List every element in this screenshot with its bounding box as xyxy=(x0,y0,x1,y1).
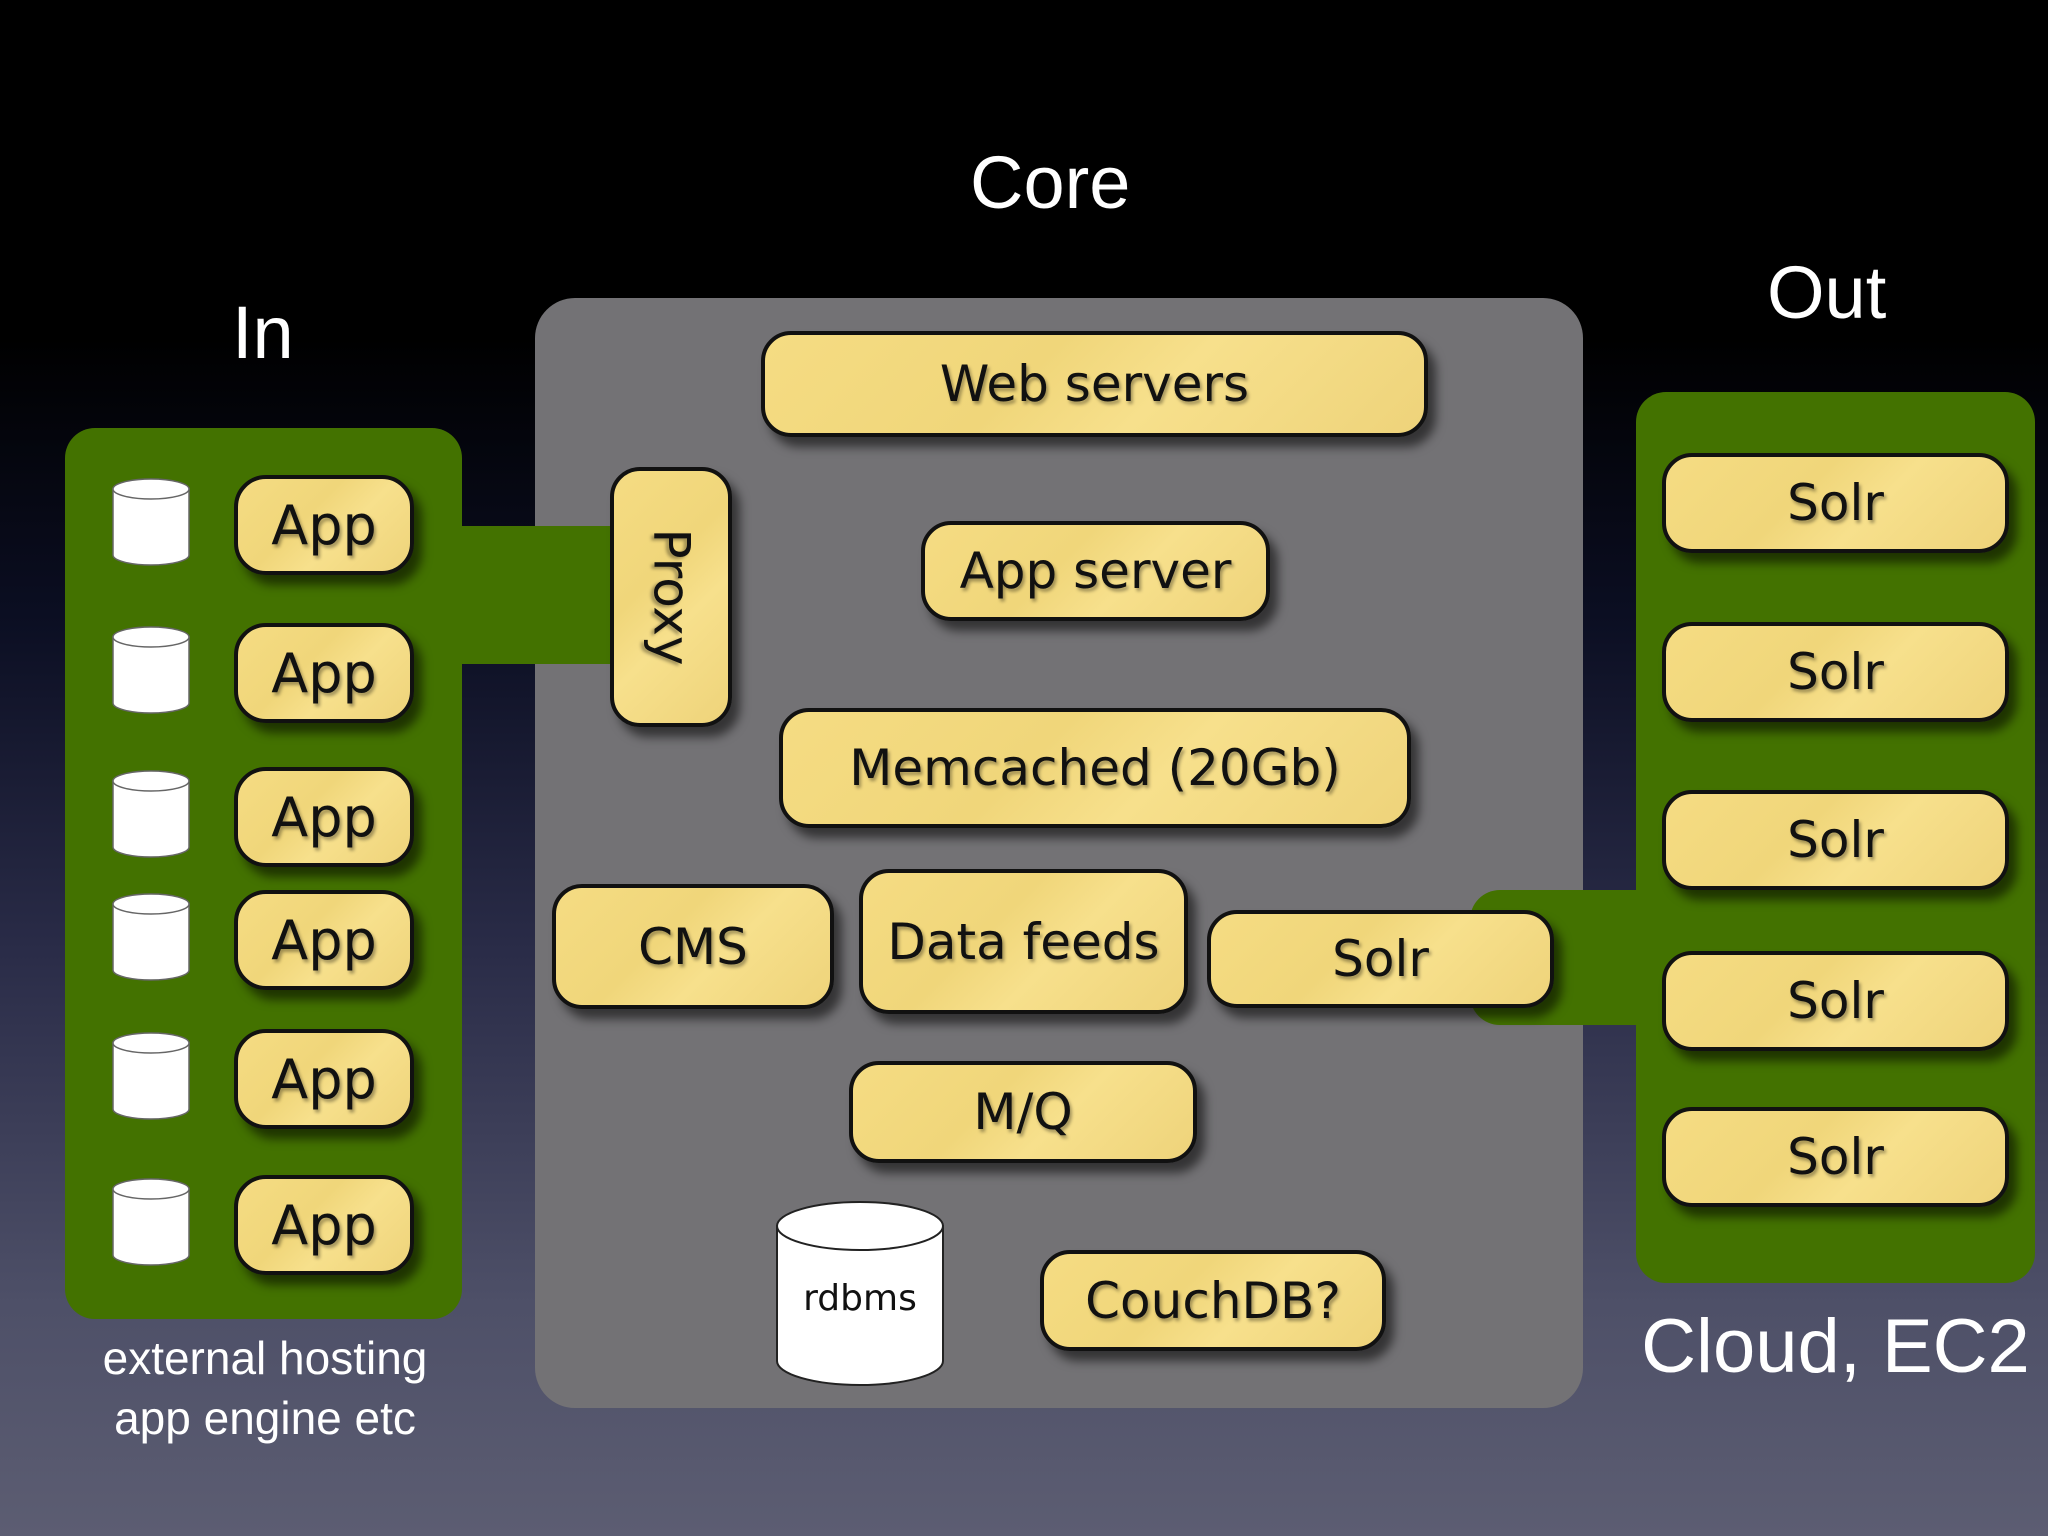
app-database-icon xyxy=(111,1031,191,1121)
out-solr-box[interactable]: Solr xyxy=(1662,1107,2009,1207)
out-solr-box[interactable]: Solr xyxy=(1662,790,2009,890)
core-solr-label: Solr xyxy=(1332,930,1429,988)
out-solr-label: Solr xyxy=(1787,643,1884,701)
web-servers-box[interactable]: Web servers xyxy=(761,331,1428,437)
mq-label: M/Q xyxy=(973,1083,1073,1141)
out-solr-label: Solr xyxy=(1787,972,1884,1030)
app-box[interactable]: App xyxy=(234,1175,414,1275)
mq-box[interactable]: M/Q xyxy=(849,1061,1197,1163)
data-feeds-label: Data feeds xyxy=(887,912,1160,971)
proxy-label: Proxy xyxy=(642,528,700,666)
app-box[interactable]: App xyxy=(234,890,414,990)
app-label: App xyxy=(271,641,377,705)
proxy-box[interactable]: Proxy xyxy=(610,467,732,727)
app-label: App xyxy=(271,1193,377,1257)
cms-label: CMS xyxy=(638,917,748,976)
app-box[interactable]: App xyxy=(234,623,414,723)
app-database-icon xyxy=(111,892,191,982)
core-zone xyxy=(535,298,1583,1408)
memcached-label: Memcached (20Gb) xyxy=(849,739,1341,797)
in-caption: external hosting app engine etc xyxy=(65,1328,465,1448)
in-proxy-connector xyxy=(455,526,615,664)
app-database-icon xyxy=(111,1177,191,1267)
app-server-label: App server xyxy=(959,542,1232,600)
out-solr-label: Solr xyxy=(1787,811,1884,869)
heading-out: Out xyxy=(1767,251,1887,334)
memcached-box[interactable]: Memcached (20Gb) xyxy=(779,708,1411,828)
app-server-box[interactable]: App server xyxy=(921,521,1270,621)
app-box[interactable]: App xyxy=(234,1029,414,1129)
app-database-icon xyxy=(111,477,191,567)
rdbms-database-icon: rdbms xyxy=(773,1196,947,1391)
data-feeds-box[interactable]: Data feeds xyxy=(859,869,1188,1014)
cms-box[interactable]: CMS xyxy=(552,884,834,1009)
app-database-icon xyxy=(111,625,191,715)
app-box[interactable]: App xyxy=(234,475,414,575)
app-label: App xyxy=(271,908,377,972)
app-box[interactable]: App xyxy=(234,767,414,867)
core-solr-box[interactable]: Solr xyxy=(1207,910,1554,1008)
out-solr-label: Solr xyxy=(1787,1128,1884,1186)
out-solr-box[interactable]: Solr xyxy=(1662,453,2009,553)
out-solr-box[interactable]: Solr xyxy=(1662,622,2009,722)
in-caption-line2: app engine etc xyxy=(114,1392,416,1444)
in-caption-line1: external hosting xyxy=(102,1332,428,1384)
app-database-icon xyxy=(111,769,191,859)
out-solr-box[interactable]: Solr xyxy=(1662,951,2009,1051)
heading-core: Core xyxy=(970,141,1131,224)
in-zone xyxy=(65,428,462,1319)
app-label: App xyxy=(271,493,377,557)
rdbms-label: rdbms xyxy=(803,1278,917,1319)
couchdb-label: CouchDB? xyxy=(1085,1271,1341,1330)
couchdb-box[interactable]: CouchDB? xyxy=(1040,1250,1386,1351)
web-servers-label: Web servers xyxy=(939,355,1250,413)
out-solr-label: Solr xyxy=(1787,474,1884,532)
app-label: App xyxy=(271,785,377,849)
heading-in: In xyxy=(232,291,294,374)
app-label: App xyxy=(271,1047,377,1111)
out-caption: Cloud, EC2 xyxy=(1641,1304,2030,1389)
